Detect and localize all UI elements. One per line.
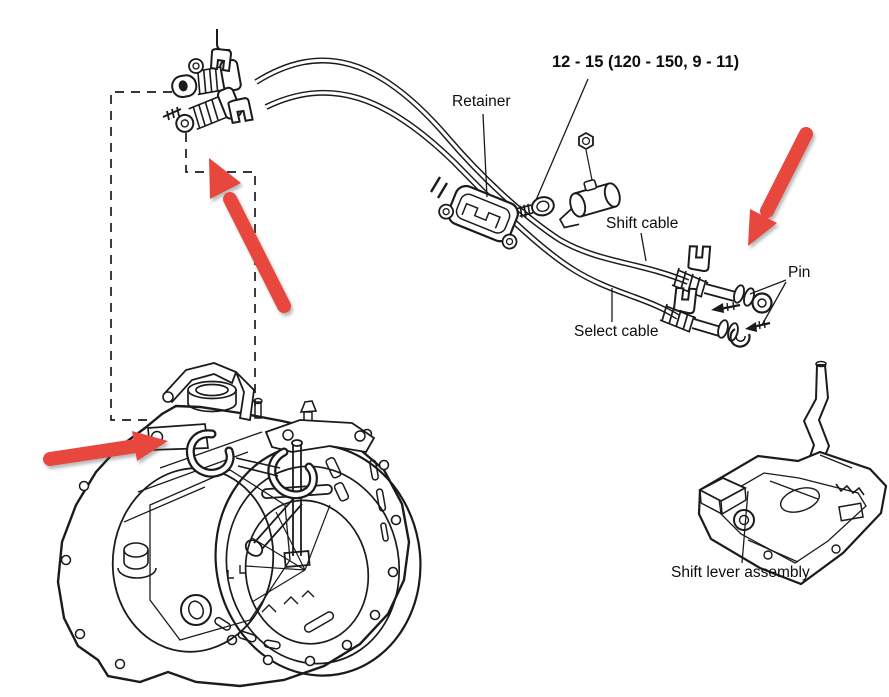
- torque-nut: [578, 131, 594, 151]
- transmission-drawing: [56, 362, 422, 688]
- select-cable-label: Select cable: [574, 323, 659, 340]
- torque-spec-label: 12 - 15 (120 - 150, 9 - 11): [552, 53, 740, 71]
- shift-linkage: [162, 362, 376, 568]
- annotation-arrow-upper-left: [209, 158, 291, 313]
- torque-bolt: [517, 196, 555, 218]
- cable-ends-lever-side: [659, 245, 773, 348]
- annotation-arrow-lower-left: [43, 431, 168, 466]
- cable-end-bracket: [558, 179, 621, 229]
- shift-lever-assembly-drawing: [697, 360, 888, 586]
- shift-pin-icon: [711, 301, 741, 313]
- retainer-part: [438, 184, 519, 250]
- shift-cable-label: Shift cable: [606, 215, 679, 232]
- cable-ends-transmission-side: [162, 29, 254, 133]
- annotation-arrow-right: [748, 127, 813, 246]
- leader-lines: [482, 78, 787, 564]
- select-pin-icon: [745, 319, 771, 332]
- retainer-label: Retainer: [452, 93, 511, 110]
- dashed-outline: [110, 91, 256, 421]
- shift-lever-assembly-label: Shift lever assembly: [671, 564, 810, 581]
- pin-label: Pin: [788, 264, 811, 281]
